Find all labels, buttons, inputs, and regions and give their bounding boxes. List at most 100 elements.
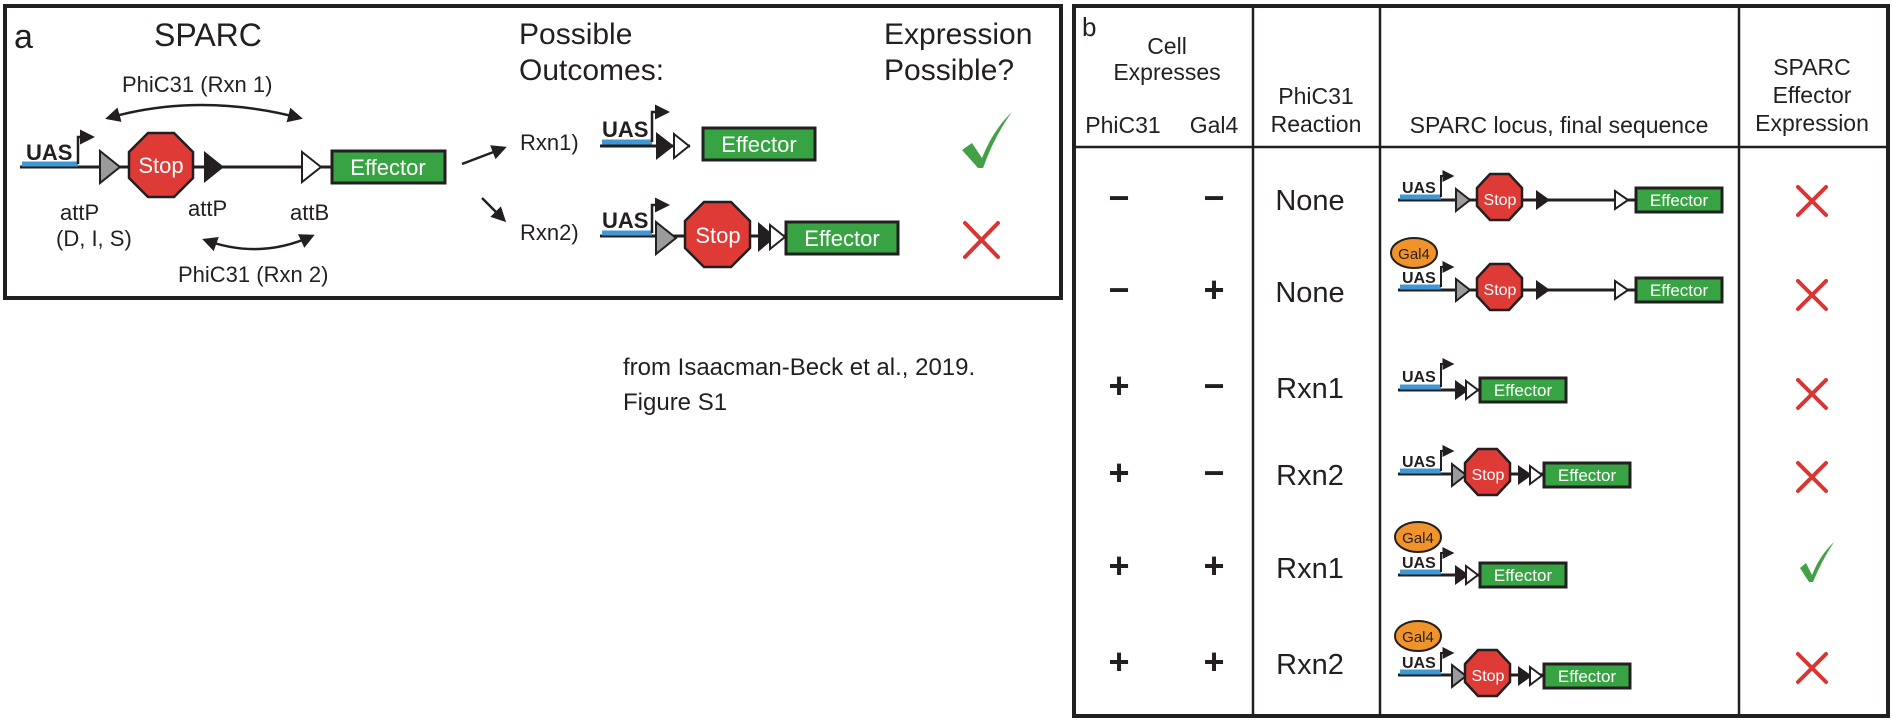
outcome-rxn2-attp-icon	[655, 219, 678, 257]
header-cell-expresses-line2: Expresses	[1113, 59, 1220, 85]
row4-effector-label: Effector	[1558, 466, 1617, 485]
attb-site-icon	[301, 149, 323, 185]
panel-b-letter: b	[1082, 12, 1096, 42]
outcome-rxn1-attl-icon	[656, 132, 674, 160]
row6-gal4-bubble	[1394, 620, 1442, 652]
header-locus: SPARC locus, final sequence	[1410, 112, 1709, 138]
table-row: − − None UAS Stop Effector	[1108, 170, 1828, 222]
outcomes-header-line2: Outcomes:	[519, 54, 664, 87]
row4-stop-icon	[1463, 447, 1512, 497]
header-expression-line3: Expression	[1755, 110, 1869, 136]
rxn2-recombination-arrow	[202, 234, 315, 252]
attp1-label: attP	[60, 200, 99, 225]
row1-effector-label: Effector	[1650, 191, 1709, 210]
row2-stop-label: Stop	[1484, 282, 1517, 299]
row6-stop-label: Stop	[1472, 668, 1505, 685]
row6-uas-label: UAS	[1402, 655, 1436, 672]
row3-uas-label: UAS	[1402, 369, 1436, 386]
outcome-rxn2-promoter-icon	[650, 197, 670, 233]
header-cell-expresses-line1: Cell	[1147, 33, 1187, 59]
attp1-sub: (D, I, S)	[56, 226, 132, 251]
outcome-rxn2-stop-label: Stop	[695, 223, 740, 248]
header-reaction-line2: Reaction	[1271, 111, 1362, 137]
row6-effector-label: Effector	[1558, 667, 1617, 686]
header-expression-line2: Effector	[1773, 82, 1852, 108]
row5-effector-box	[1478, 561, 1568, 589]
attp2-label: attP	[188, 196, 227, 221]
outcome-rxn2-label: Rxn2)	[520, 220, 579, 245]
row1-reaction: None	[1275, 185, 1344, 217]
row4-uas-label: UAS	[1402, 454, 1436, 471]
row1-promoter-icon	[1440, 170, 1455, 197]
row2-reaction: None	[1275, 277, 1344, 309]
arrow-to-rxn1-icon	[461, 145, 507, 166]
row4-effector-box	[1542, 461, 1632, 489]
outcome-rxn2-attl-icon	[758, 222, 776, 252]
row3-gal4: −	[1203, 365, 1224, 406]
row2-gal4: +	[1203, 269, 1224, 310]
row3-reaction: Rxn1	[1276, 373, 1344, 405]
outcome-rxn2-uas-label: UAS	[602, 208, 648, 233]
row3-promoter-icon	[1440, 358, 1455, 387]
panel-a: a SPARC PhiC31 (Rxn 1) UAS Stop Effector…	[3, 4, 1063, 300]
row5-phic31: +	[1108, 545, 1129, 586]
stop-label: Stop	[138, 153, 183, 178]
header-reaction-line1: PhiC31	[1278, 83, 1353, 109]
panel-a-title: SPARC	[154, 17, 262, 53]
row2-uas-label: UAS	[1402, 270, 1436, 287]
row5-checkmark-icon	[1800, 542, 1834, 582]
row5-effector-label: Effector	[1494, 566, 1553, 585]
table-row: + − Rxn1 UAS Effector	[1108, 358, 1828, 410]
uas-label: UAS	[26, 140, 72, 165]
attb-label: attB	[290, 200, 329, 225]
attp-site-icon	[99, 148, 122, 186]
row2-phic31: −	[1108, 269, 1129, 310]
row2-promoter-icon	[1440, 261, 1455, 287]
row2-gal4-bubble	[1390, 237, 1438, 269]
row4-gal4: −	[1203, 452, 1224, 493]
table-row: + + Rxn2 Gal4 UAS Stop Effector	[1108, 620, 1828, 698]
table-row: + + Rxn1 Gal4 UAS Effector	[1108, 521, 1834, 589]
panel-a-letter: a	[14, 18, 33, 56]
row6-gal4-label: Gal4	[1402, 629, 1434, 646]
row3-effector-label: Effector	[1494, 381, 1553, 400]
row5-promoter-icon	[1440, 547, 1455, 572]
panel-a-frame	[3, 4, 1063, 300]
outcome-rxn2-effector-label: Effector	[804, 226, 879, 251]
panel-b-frame	[1072, 4, 1890, 718]
row5-uas-label: UAS	[1402, 555, 1436, 572]
rxn1-recombination-arrow	[105, 103, 303, 123]
outcome-rxn1-label: Rxn1)	[520, 130, 579, 155]
row2-gal4-label: Gal4	[1398, 246, 1430, 263]
effector-label: Effector	[350, 155, 425, 180]
outcome-rxn1-uas-label: UAS	[602, 117, 648, 142]
row1-effector-box	[1634, 186, 1724, 214]
row3-phic31: +	[1108, 365, 1129, 406]
row6-stop-icon	[1463, 648, 1512, 698]
header-gal4: Gal4	[1190, 112, 1239, 138]
table-row: + − Rxn2 UAS Stop Effector	[1108, 445, 1828, 497]
row6-promoter-icon	[1440, 647, 1455, 672]
outcome-rxn1-promoter-icon	[650, 104, 670, 142]
row5-gal4-label: Gal4	[1402, 530, 1434, 547]
row5-reaction: Rxn1	[1276, 553, 1344, 585]
row1-stop-label: Stop	[1484, 192, 1517, 209]
row4-phic31: +	[1108, 452, 1129, 493]
outcome-rxn1-checkmark-icon	[962, 112, 1012, 168]
outcome-rxn1-effector-box	[701, 126, 817, 162]
row6-phic31: +	[1108, 641, 1129, 682]
row1-uas-label: UAS	[1402, 180, 1436, 197]
header-expression-line1: SPARC	[1773, 54, 1851, 80]
effector-box	[330, 149, 447, 185]
outcome-rxn2-stop-icon	[683, 200, 752, 269]
row1-stop-icon	[1475, 172, 1524, 222]
row6-effector-box	[1542, 662, 1632, 690]
row1-phic31: −	[1108, 177, 1129, 218]
outcomes-header-line1: Possible	[519, 18, 632, 51]
expression-header-line1: Expression	[884, 18, 1032, 51]
row1-gal4: −	[1203, 177, 1224, 218]
expression-header-line2: Possible?	[884, 54, 1014, 87]
outcome-rxn1-attr-icon	[673, 131, 691, 161]
row4-reaction: Rxn2	[1276, 460, 1344, 492]
